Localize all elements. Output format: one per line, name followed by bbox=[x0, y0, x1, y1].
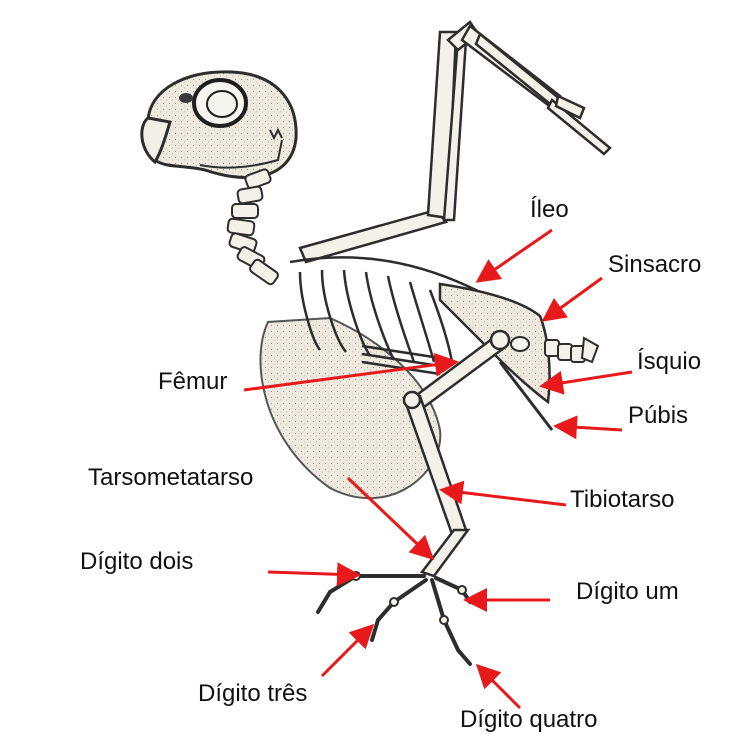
arrow-ileo bbox=[478, 230, 552, 281]
label-digito-tres: Dígito três bbox=[198, 682, 307, 706]
label-digito-um: Dígito um bbox=[576, 580, 679, 604]
label-ileo: Íleo bbox=[530, 198, 569, 222]
arrow-sinsacro bbox=[544, 278, 602, 320]
arrow-tibiotarso bbox=[442, 490, 566, 505]
tail-vertebrae bbox=[545, 338, 598, 362]
arrow-isquio bbox=[542, 372, 632, 386]
toe-joints bbox=[352, 572, 466, 624]
arrow-pubis bbox=[556, 426, 622, 430]
label-pubis: Púbis bbox=[628, 404, 688, 428]
label-femur: Fêmur bbox=[158, 370, 227, 394]
wing bbox=[300, 22, 610, 262]
skull bbox=[142, 72, 296, 178]
label-isquio: Ísquio bbox=[637, 350, 701, 374]
label-digito-quatro: Dígito quatro bbox=[460, 708, 597, 732]
label-tarsometatarso: Tarsometatarso bbox=[88, 466, 253, 490]
pelvis bbox=[440, 284, 552, 430]
arrow-digito-tres bbox=[322, 626, 372, 676]
label-sinsacro: Sinsacro bbox=[608, 253, 701, 277]
arrow-digito-dois bbox=[268, 572, 358, 575]
label-digito-dois: Dígito dois bbox=[80, 550, 193, 574]
arrow-digito-quatro bbox=[478, 666, 520, 708]
neck-vertebrae bbox=[227, 168, 279, 285]
label-tibiotarso: Tibiotarso bbox=[570, 488, 674, 512]
